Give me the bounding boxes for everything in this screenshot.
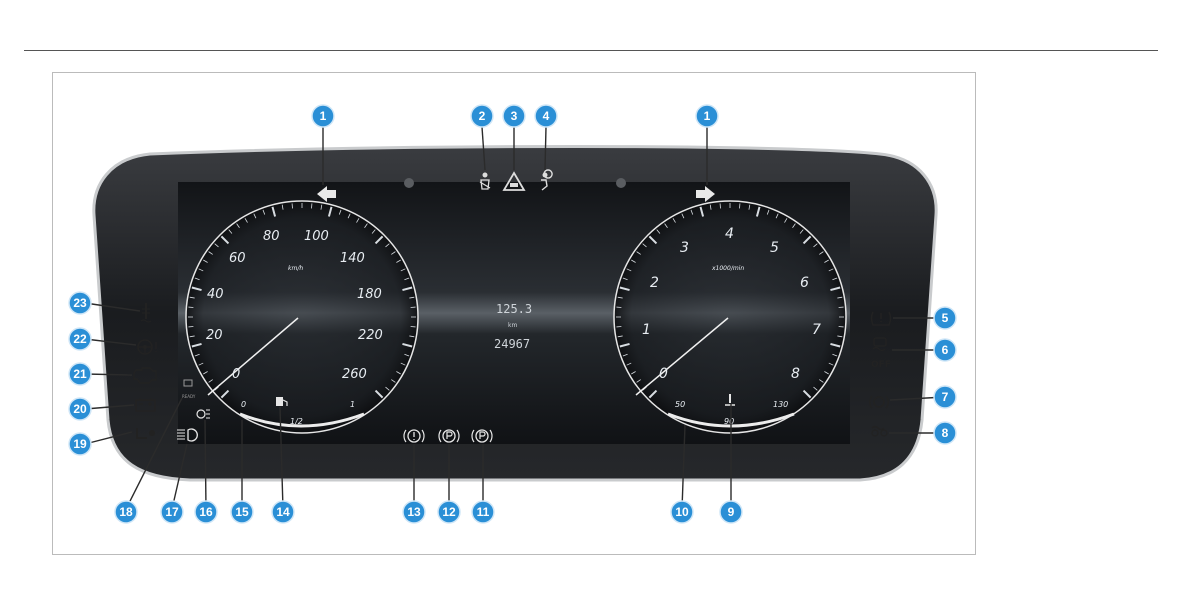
callout-16: 16 xyxy=(195,501,217,523)
callout-1-right: 1 xyxy=(696,105,718,127)
callout-9: 9 xyxy=(720,501,742,523)
temp-label-50: 50 xyxy=(675,400,685,409)
callout-15: 15 xyxy=(231,501,253,523)
svg-text:12: 12 xyxy=(442,505,456,519)
callout-20: 20 xyxy=(69,398,91,420)
fuel-label-1: 1 xyxy=(350,400,355,409)
svg-text:2: 2 xyxy=(479,109,486,123)
trip-distance: 125.3 xyxy=(496,302,532,316)
tacho-label-5: 5 xyxy=(770,240,779,256)
svg-text:READY: READY xyxy=(182,394,196,399)
speedo-label-260: 260 xyxy=(342,367,367,382)
tacho-label-2: 2 xyxy=(650,275,659,291)
speedo-label-140: 140 xyxy=(340,251,365,266)
speedo-unit: km/h xyxy=(288,265,303,272)
temp-label-130: 130 xyxy=(773,400,788,409)
fuel-label-0: 0 xyxy=(241,400,246,409)
svg-text:23: 23 xyxy=(73,296,87,310)
trip-unit: km xyxy=(508,322,517,329)
svg-text:19: 19 xyxy=(73,437,87,451)
svg-text:4: 4 xyxy=(543,109,550,123)
svg-text:1: 1 xyxy=(704,109,711,123)
callout-13: 13 xyxy=(403,501,425,523)
tacho-label-6: 6 xyxy=(800,275,809,291)
tacho-label-8: 8 xyxy=(791,366,800,382)
tacho-label-0: 0 xyxy=(659,366,668,382)
speedo-label-80: 80 xyxy=(263,229,280,244)
svg-text:5: 5 xyxy=(942,311,949,325)
esp-off-label: OFF xyxy=(871,360,891,370)
speedo-label-60: 60 xyxy=(229,251,246,266)
callout-14: 14 xyxy=(272,501,294,523)
temp-label-90: 90 xyxy=(724,417,734,426)
ambient-sensor-left xyxy=(404,178,414,188)
callout-12: 12 xyxy=(438,501,460,523)
speedo-label-20: 20 xyxy=(206,328,223,343)
speedo-label-220: 220 xyxy=(358,328,383,343)
speedo-label-0: 0 xyxy=(232,367,240,382)
svg-text:11: 11 xyxy=(477,505,490,519)
speedo-label-40: 40 xyxy=(207,287,224,302)
callout-1-left: 1 xyxy=(312,105,334,127)
callout-11: 11 xyxy=(472,501,494,523)
callout-3: 3 xyxy=(503,105,525,127)
tacho-label-3: 3 xyxy=(680,240,689,256)
svg-text:6: 6 xyxy=(942,343,949,357)
svg-text:8: 8 xyxy=(942,426,949,440)
svg-text:3: 3 xyxy=(511,109,518,123)
svg-text:9: 9 xyxy=(728,505,735,519)
callout-10: 10 xyxy=(671,501,693,523)
svg-text:10: 10 xyxy=(675,505,689,519)
svg-text:13: 13 xyxy=(407,505,421,519)
speedometer-dial xyxy=(186,201,418,433)
svg-text:17: 17 xyxy=(165,505,179,519)
callout-5: 5 xyxy=(934,307,956,329)
callout-7: 7 xyxy=(934,386,956,408)
callout-18: 18 xyxy=(115,501,137,523)
callout-2: 2 xyxy=(471,105,493,127)
svg-text:14: 14 xyxy=(276,505,290,519)
callout-6: 6 xyxy=(934,339,956,361)
tacho-label-7: 7 xyxy=(812,322,821,338)
callout-19: 19 xyxy=(69,433,91,455)
odometer: 24967 xyxy=(494,337,530,351)
svg-text:16: 16 xyxy=(199,505,213,519)
callout-22: 22 xyxy=(69,328,91,350)
svg-text:22: 22 xyxy=(73,332,87,346)
svg-text:1: 1 xyxy=(320,109,327,123)
svg-text:7: 7 xyxy=(942,390,949,404)
svg-text:20: 20 xyxy=(73,402,87,416)
callout-8: 8 xyxy=(934,422,956,444)
svg-text:21: 21 xyxy=(73,367,87,381)
speedo-label-180: 180 xyxy=(357,287,382,302)
ambient-sensor-right xyxy=(616,178,626,188)
callout-21: 21 xyxy=(69,363,91,385)
svg-text:18: 18 xyxy=(119,505,133,519)
speedo-label-100: 100 xyxy=(304,229,329,244)
svg-text:15: 15 xyxy=(235,505,249,519)
callout-23: 23 xyxy=(69,292,91,314)
fuel-label-half: 1/2 xyxy=(290,417,303,426)
tacho-label-1: 1 xyxy=(642,322,651,338)
tacho-unit: x1000/min xyxy=(711,265,744,272)
callout-4: 4 xyxy=(535,105,557,127)
callout-17: 17 xyxy=(161,501,183,523)
tacho-label-4: 4 xyxy=(725,226,734,242)
